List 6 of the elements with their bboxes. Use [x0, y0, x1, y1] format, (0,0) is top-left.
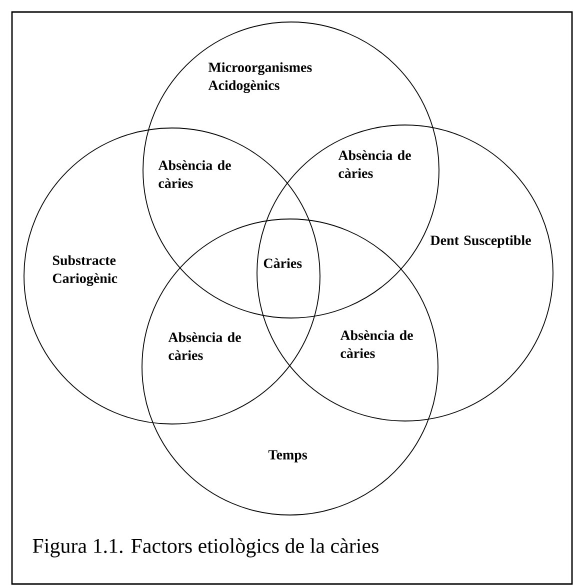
region-label: Absència de càries: [338, 150, 411, 178]
region-label: Càries: [264, 258, 302, 268]
region-label: Absència de càries: [168, 332, 241, 360]
caption: Figura 1.1. Factors etiològics de la càries: [32, 538, 378, 558]
region-label: Absència de càries: [340, 330, 413, 358]
region-label: Absència de càries: [158, 160, 231, 188]
